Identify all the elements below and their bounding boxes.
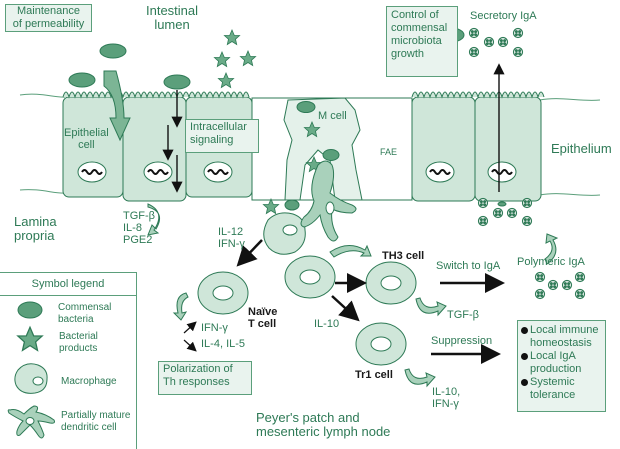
th1-cytokine-label: IFN-γ	[201, 322, 228, 334]
fae-label: FAE	[380, 147, 398, 157]
polymeric-iga-label: Polymeric IgA	[517, 256, 585, 268]
bacteria-icon	[322, 149, 340, 161]
legend-label: Macrophage	[61, 376, 117, 387]
il10-label: IL-10	[314, 318, 340, 330]
outcome-item: Systemic tolerance	[520, 376, 603, 402]
legend-label: Partially mature dendritic cell	[61, 410, 131, 433]
outcomes-box: Local immune homeostasis Local IgA produ…	[517, 320, 606, 412]
outcome-item: Local immune homeostasis	[520, 324, 603, 350]
lamina-propria-label: Lamina propria	[14, 214, 57, 243]
m-cell-label: M cell	[318, 110, 347, 122]
polymeric-iga-icon	[534, 271, 586, 300]
permeability-arrow	[103, 70, 131, 142]
tr1-cell-label: Tr1 cell	[355, 369, 393, 381]
bacteria-icon	[17, 301, 43, 319]
dc-cytokines-label: IL-12 IFN-γ	[218, 226, 245, 250]
th3-cytokine-label: TGF-β	[447, 309, 479, 321]
symbol-legend: Symbol legend	[0, 272, 137, 449]
star-icon	[213, 51, 231, 67]
macrophage-icon	[14, 363, 48, 394]
bacteria-icon	[68, 72, 96, 88]
epithelial-cell-label: Epithelial cell	[64, 127, 109, 151]
epithelial-cytokines-label: TGF-β IL-8 PGE2	[123, 210, 155, 246]
tr1-cytokines-label: IL-10, IFN-γ	[432, 386, 461, 410]
bacteria-icon	[284, 199, 300, 211]
legend-title: Symbol legend	[0, 273, 136, 296]
nucleus-icon	[425, 161, 455, 183]
polarization-box: Polarization of Th responses	[158, 361, 252, 395]
nucleus-icon	[203, 161, 233, 183]
bacteria-icon	[163, 74, 191, 90]
epithelium-label: Epithelium	[551, 141, 612, 156]
legend-label: Commensal bacteria	[58, 302, 112, 325]
intracellular-signaling-box: Intracellular signaling	[185, 119, 259, 153]
outcome-item: Local IgA production	[520, 350, 603, 376]
nucleus-icon	[77, 161, 107, 183]
bacteria-icon	[99, 43, 127, 59]
intestinal-lumen-label: Intestinal lumen	[146, 3, 199, 32]
peyers-patch-label: Peyer's patch and mesenteric lymph node	[256, 410, 391, 439]
star-icon	[239, 50, 257, 66]
microbiota-box: Control of commensal microbiota growth	[386, 6, 458, 77]
naive-t-cell-label: Naïve T cell	[248, 306, 278, 330]
switch-to-iga-label: Switch to IgA	[436, 260, 501, 272]
star-icon	[262, 198, 280, 214]
bacteria-icon	[296, 101, 316, 113]
nucleus-icon	[487, 161, 517, 183]
star-icon	[223, 29, 241, 45]
th3-cell-label: TH3 cell	[382, 250, 425, 262]
secretory-iga-label: Secretory IgA	[470, 10, 537, 22]
epithelial-cells-right	[411, 91, 545, 202]
nucleus-icon	[143, 161, 173, 183]
secretory-iga-icon	[468, 27, 524, 58]
legend-label: Bacterial products	[59, 331, 98, 354]
dendritic-cell	[300, 160, 357, 242]
th2-cytokine-label: IL-4, IL-5	[201, 338, 246, 350]
epithelium-outline	[19, 93, 66, 98]
permeability-box: Maintenance of permeability	[5, 4, 92, 32]
suppression-label: Suppression	[431, 335, 493, 347]
iga-complex-icon	[477, 197, 533, 227]
star-icon	[217, 72, 235, 88]
